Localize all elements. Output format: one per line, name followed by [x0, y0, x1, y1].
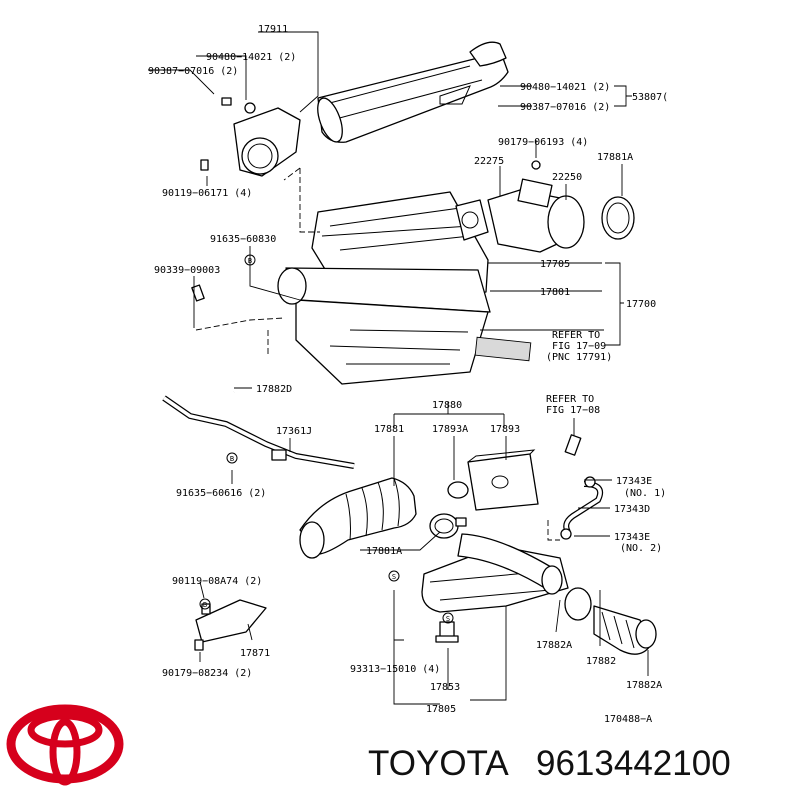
label-17881a-top: 17881A [597, 152, 633, 163]
label-17880: 17880 [432, 400, 462, 411]
label-17893: 17893 [490, 424, 520, 435]
label-no2: (NO. 2) [620, 543, 662, 554]
label-refer1-line2: FIG 17−09 [552, 341, 606, 352]
label-17882a-2: 17882A [626, 680, 662, 691]
label-17871: 17871 [240, 648, 270, 659]
label-17881: 17881 [374, 424, 404, 435]
breather-hose-part [191, 284, 235, 395]
callout-labels: 17911 90480−14021 (2) 90387−07016 (2) 90… [148, 24, 668, 725]
vacuum-hose-part [560, 434, 604, 540]
intake-hose-part [299, 477, 417, 559]
label-17343d: 17343D [614, 504, 650, 515]
label-17805: 17805 [426, 704, 456, 715]
label-refer1-line3: (PNC 17791) [546, 352, 612, 363]
label-17882: 17882 [586, 656, 616, 667]
part-number: 9613442100 [536, 744, 731, 783]
intake-duct-part [317, 41, 509, 143]
resonator-part [447, 449, 539, 511]
leader-lines [148, 31, 649, 705]
label-90480-b: 90480−14021 (2) [520, 82, 610, 93]
symbol-b-2: B [230, 455, 234, 463]
label-22250: 22250 [552, 172, 582, 183]
label-17893a: 17893A [432, 424, 468, 435]
bracket-rod-part [162, 395, 355, 469]
label-90387-a: 90387−07016 (2) [148, 66, 238, 77]
label-90119-08a74: 90119−08A74 (2) [172, 576, 262, 587]
symbol-b-3: B [203, 601, 207, 609]
label-no1: (NO. 1) [624, 488, 666, 499]
label-17801: 17801 [540, 287, 570, 298]
label-17361j: 17361J [276, 426, 312, 437]
label-22275: 22275 [474, 156, 504, 167]
label-91635-60616: 91635−60616 (2) [176, 488, 266, 499]
label-17705: 17705 [540, 259, 570, 270]
air-cleaner-case-part [277, 191, 532, 385]
label-17343e-1: 17343E [616, 476, 652, 487]
label-17343e-2: 17343E [614, 532, 650, 543]
label-90480-a: 90480−14021 (2) [206, 52, 296, 63]
toyota-logo-icon [6, 704, 124, 786]
label-refer2-line1: REFER TO [546, 394, 594, 405]
symbol-s-2: S [446, 615, 450, 623]
label-90119-06171: 90119−06171 (4) [162, 188, 252, 199]
label-17700: 17700 [626, 299, 656, 310]
label-17882d: 17882D [256, 384, 292, 395]
label-refer2-line2: FIG 17−08 [546, 405, 600, 416]
inlet-hose-part [564, 587, 657, 655]
label-17911: 17911 [258, 24, 288, 35]
duct-bracket-part [200, 97, 301, 177]
label-53807: 53807( [632, 92, 668, 103]
label-17881a-mid: 17881A [366, 546, 402, 557]
label-refer1-line1: REFER TO [552, 330, 600, 341]
label-90387-b: 90387−07016 (2) [520, 102, 610, 113]
dashed-assembly-lines [195, 167, 560, 541]
airflow-meter-part [487, 160, 635, 253]
label-90339-09003: 90339−09003 [154, 265, 220, 276]
label-drawing-number: 170488−A [604, 714, 652, 725]
label-17853: 17853 [430, 682, 460, 693]
hose-clamp-part [429, 513, 467, 539]
air-inlet-part [421, 533, 569, 613]
label-90179-08234: 90179−08234 (2) [162, 668, 252, 679]
label-90179-06193: 90179−06193 (4) [498, 137, 588, 148]
label-17882a-1: 17882A [536, 640, 572, 651]
mount-cushion-part [435, 621, 459, 643]
brand-name: TOYOTA [368, 744, 509, 783]
symbol-s-1: S [392, 573, 396, 581]
label-93313-15010: 93313−15010 (4) [350, 664, 440, 675]
label-91635-60830: 91635−60830 [210, 234, 276, 245]
symbol-markers: B B B S S [199, 254, 454, 624]
symbol-b-1: B [248, 257, 252, 265]
